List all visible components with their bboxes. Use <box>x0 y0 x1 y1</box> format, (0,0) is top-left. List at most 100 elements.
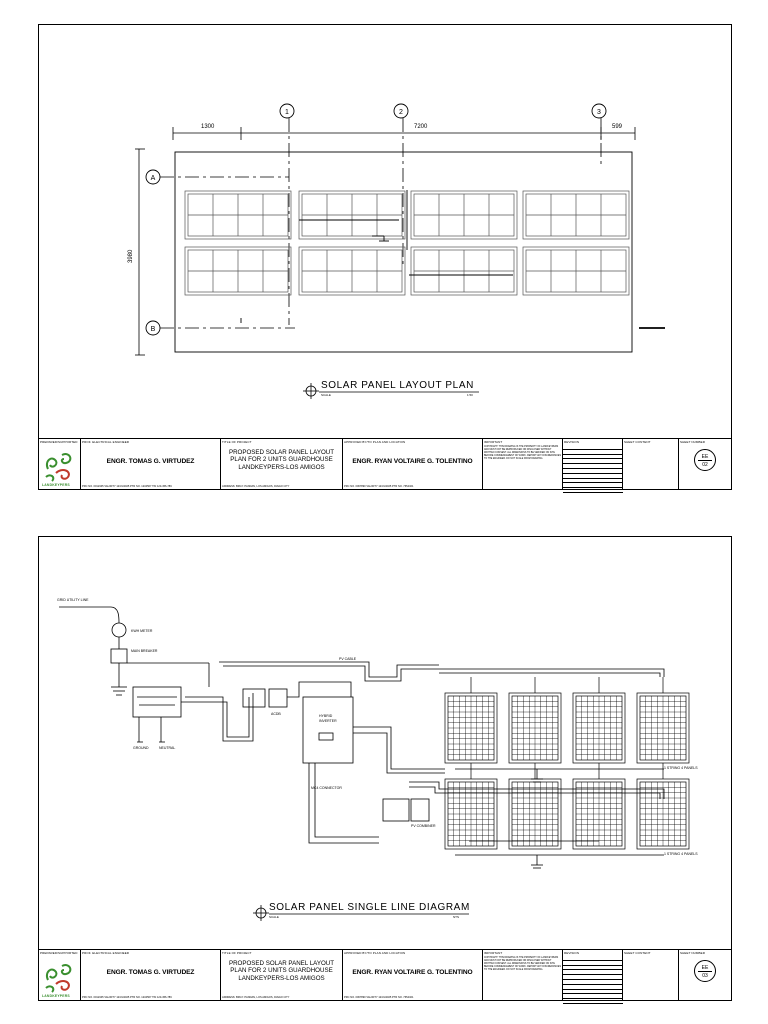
logo-text: LANDKEYPERS <box>42 483 70 487</box>
label-inverter-1: HYBRID <box>319 714 333 718</box>
pv-module-strings <box>444 677 690 850</box>
single-line-diagram: GRID UTILITY LINE KWH METER MAIN BREAKER… <box>57 598 698 869</box>
label-neutral: NEUTRAL <box>159 746 175 750</box>
dim-599: 599 <box>612 124 623 130</box>
landkeypers-logo <box>45 453 72 482</box>
tb-engineer-cell: PROF. ELECTRICAL ENGINEER ENGR. TOMAS G.… <box>81 439 221 489</box>
project-line-1: PROPOSED SOLAR PANEL LAYOUT <box>228 960 335 967</box>
sheet-number-badge: EE 02 <box>694 449 716 471</box>
tb-approver-cell: APPROVED BY/TO PLAN AND LOCATION ENGR. R… <box>343 439 483 489</box>
engineer-name: ENGR. TOMAS G. VIRTUDEZ <box>106 458 195 465</box>
label-meter: KWH METER <box>131 629 153 633</box>
grid-bubble-3: 3 <box>597 109 601 116</box>
approver-details: PRC NO. 0067890 VALIDITY 12/31/2025 PTR … <box>344 485 414 488</box>
tb-cap-revision: REVISION <box>564 951 580 955</box>
drawing-sheet-single-line: GRID UTILITY LINE KWH METER MAIN BREAKER… <box>38 536 732 1004</box>
label-breaker: MAIN BREAKER <box>131 649 158 653</box>
engineer-name: ENGR. TOMAS G. VIRTUDEZ <box>106 969 195 976</box>
project-line-3: LANDKEYPERS-LOS AMIGOS <box>238 974 325 982</box>
dim-7200: 7200 <box>414 124 428 130</box>
grid-bubble-2: 2 <box>399 109 403 116</box>
important-note: COPYRIGHT: THIS DRAWING IS THE PROPERTY … <box>484 957 561 971</box>
scale-label-2: SCALE <box>269 915 279 919</box>
dim-1300: 1300 <box>201 124 215 130</box>
label-ground: GROUND <box>133 746 149 750</box>
solar-panel-array <box>184 190 630 296</box>
grid-bubble-1: 1 <box>285 109 289 116</box>
sheet-number: 03 <box>702 973 708 979</box>
grid-bubble-a: A <box>151 175 156 182</box>
project-line-3: LANDKEYPERS-LOS AMIGOS <box>238 463 325 471</box>
roof-outline <box>174 151 633 353</box>
tb-sheet-content-cell: SHEET CONTENT <box>623 950 679 1000</box>
tb-engineer-cell: PROF. ELECTRICAL ENGINEER ENGR. TOMAS G.… <box>81 950 221 1000</box>
panel-group <box>410 190 518 240</box>
sheet-code: EE <box>698 961 712 972</box>
tb-cap-project: TITLE OF PROJECT <box>222 440 252 444</box>
tb-logo-cell: PREPARED/SUPPORTED LANDKEYPERS <box>39 439 81 489</box>
tb-cap-prepared: PREPARED/SUPPORTED <box>40 951 78 955</box>
grid-bubble-b: B <box>151 326 156 333</box>
revision-table <box>563 956 623 1004</box>
tb-sheet-content-cell: SHEET CONTENT <box>623 439 679 489</box>
logo-text: LANDKEYPERS <box>42 994 70 998</box>
scale-value: 1:50 <box>467 393 473 397</box>
project-address: ADDRESS: BRGY. PANDAN, LOS AMIGOS, DAVAO… <box>222 485 290 488</box>
drawing-sheet-layout-plan: 1300 7200 599 3980 1 2 3 A B <box>38 24 732 493</box>
tb-cap-important: IMPORTANT <box>484 440 503 444</box>
label-inverter-2: INVERTER <box>319 719 337 723</box>
scale-value-2: NTS <box>453 915 459 919</box>
tb-cap-sheet-number: SHEET NUMBER <box>680 440 705 444</box>
label-string-2: 1 STRING 4 PANELS <box>664 852 698 856</box>
label-dc-cable: PV CABLE <box>339 657 357 661</box>
tb-cap-sheet-content: SHEET CONTENT <box>624 440 651 444</box>
tb-cap-sheet-number: SHEET NUMBER <box>680 951 705 955</box>
project-line-2: PLAN FOR 2 UNITS GUARDHOUSE <box>230 967 333 975</box>
tb-project-cell: TITLE OF PROJECT PROPOSED SOLAR PANEL LA… <box>221 950 343 1000</box>
drawing-title: SOLAR PANEL LAYOUT PLAN <box>321 380 474 391</box>
approver-name: ENGR. RYAN VOLTAIRE G. TOLENTINO <box>352 458 473 465</box>
landkeypers-logo <box>45 964 72 993</box>
revision-table <box>563 445 623 493</box>
tb-cap-important: IMPORTANT <box>484 951 503 955</box>
tb-cap-revision: REVISION <box>564 440 580 444</box>
dim-3980: 3980 <box>128 249 134 263</box>
sheet-number: 02 <box>702 462 708 468</box>
important-note: COPYRIGHT: THIS DRAWING IS THE PROPERTY … <box>484 446 561 460</box>
panel-group <box>522 246 630 296</box>
engineer-details: PRC NO. 0012345 VALIDITY 12/31/2025 PTR … <box>82 996 172 999</box>
panel-group <box>410 246 518 296</box>
label-utility: GRID UTILITY LINE <box>57 598 89 602</box>
label-string-1: 1 STRING 4 PANELS <box>664 766 698 770</box>
tb-project-cell: TITLE OF PROJECT PROPOSED SOLAR PANEL LA… <box>221 439 343 489</box>
scale-label: SCALE <box>321 393 331 397</box>
tb-cap-project: TITLE OF PROJECT <box>222 951 252 955</box>
project-line-2: PLAN FOR 2 UNITS GUARDHOUSE <box>230 456 333 464</box>
panel-group <box>184 246 292 296</box>
sheet-code: EE <box>698 450 712 461</box>
sheet-number-badge: EE 03 <box>694 960 716 982</box>
tb-important-cell: IMPORTANT COPYRIGHT: THIS DRAWING IS THE… <box>483 439 563 489</box>
tb-cap-engineer: PROF. ELECTRICAL ENGINEER <box>82 440 130 444</box>
panel-group <box>184 190 292 240</box>
tb-cap-prepared: PREPARED/SUPPORTED <box>40 440 78 444</box>
tb-cap-approved: APPROVED BY/TO PLAN AND LOCATION <box>344 440 406 444</box>
tb-sheet-number-cell: SHEET NUMBER EE 02 <box>679 439 731 489</box>
project-title: PROPOSED SOLAR PANEL LAYOUT PLAN FOR 2 U… <box>221 960 342 982</box>
project-line-1: PROPOSED SOLAR PANEL LAYOUT <box>228 449 335 456</box>
drawing-title-2: SOLAR PANEL SINGLE LINE DIAGRAM <box>269 902 470 913</box>
tb-revision-cell: REVISION <box>563 439 623 493</box>
engineer-details: PRC NO. 0012345 VALIDITY 12/31/2025 PTR … <box>82 485 172 488</box>
label-mc4: MC4 CONNECTOR <box>311 786 342 790</box>
tb-important-cell: IMPORTANT COPYRIGHT: THIS DRAWING IS THE… <box>483 950 563 1000</box>
tb-cap-engineer: PROF. ELECTRICAL ENGINEER <box>82 951 130 955</box>
panel-group <box>298 246 406 296</box>
tb-cap-approved: APPROVED BY/TO PLAN AND LOCATION <box>344 951 406 955</box>
panel-group <box>298 190 406 240</box>
panel-group <box>522 190 630 240</box>
tb-cap-sheet-content: SHEET CONTENT <box>624 951 651 955</box>
project-title: PROPOSED SOLAR PANEL LAYOUT PLAN FOR 2 U… <box>221 449 342 471</box>
label-combiner: PV COMBINER <box>411 824 436 828</box>
tb-approver-cell: APPROVED BY/TO PLAN AND LOCATION ENGR. R… <box>343 950 483 1000</box>
tb-sheet-number-cell: SHEET NUMBER EE 03 <box>679 950 731 1000</box>
